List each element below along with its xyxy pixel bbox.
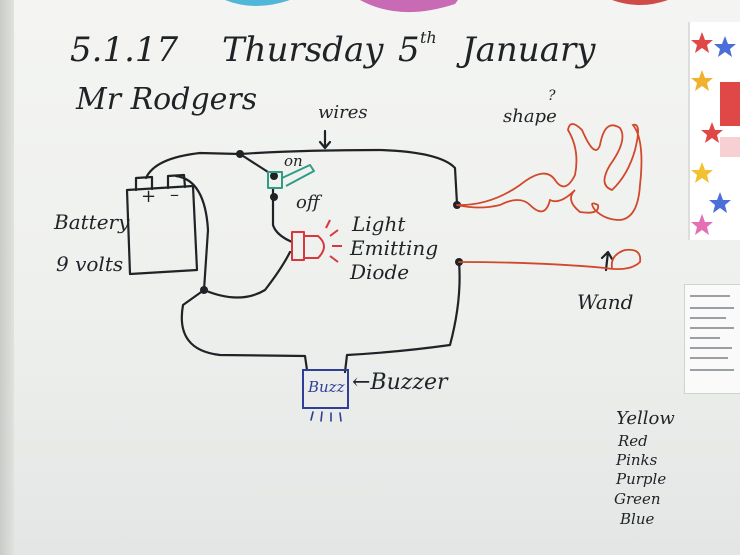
paper-sheet (684, 284, 740, 394)
junction-dot (270, 193, 278, 201)
wire-shape (456, 123, 643, 221)
shape-label: shape (503, 106, 557, 127)
led-label-line3: Diode (350, 260, 410, 284)
top-decoration-blue (225, 0, 290, 6)
colour-list-item: Blue (620, 510, 655, 528)
led-dome (304, 235, 325, 259)
colour-list-item: Yellow (616, 408, 675, 429)
top-decoration-red (612, 0, 668, 5)
switch-off-label: off (296, 192, 320, 213)
star-poster-stars (691, 32, 740, 235)
wire-to-buzzer-left (180, 288, 309, 372)
junction-dot (270, 172, 278, 180)
date-text: 5.1.17 (70, 30, 179, 70)
wires-label: wires (318, 102, 368, 123)
junction-dot (236, 150, 244, 158)
led-label-line2: Emitting (350, 236, 439, 260)
wires-arrow (318, 129, 332, 150)
led-label-line1: Light (352, 212, 406, 236)
wire-junction-to-led (202, 250, 292, 299)
switch-base (267, 171, 283, 189)
buzz-label: Buzz (308, 378, 345, 396)
month-text: January (462, 30, 596, 70)
junction-dot (200, 286, 208, 294)
wire-switch-to-led (271, 186, 294, 244)
teacher-name: Mr Rodgers (76, 82, 258, 117)
wire-wand (458, 248, 642, 271)
day-text: Thursday (222, 30, 384, 70)
switch-on-label: on (284, 152, 303, 170)
switch-lever (281, 164, 315, 187)
wand-arrow (600, 250, 614, 272)
buzzer-box (302, 369, 349, 409)
volts-label: 9 volts (56, 252, 124, 276)
battery-plus-label: + (141, 186, 157, 207)
wire-battery-minus (174, 174, 210, 292)
battery-body (125, 184, 199, 276)
led-base (291, 231, 305, 261)
buzzer-sound-lines (310, 411, 342, 422)
colour-list-item: Green (614, 490, 661, 508)
battery-minus-label: – (170, 184, 179, 205)
wire-top (238, 148, 459, 206)
whiteboard-frame (0, 0, 14, 555)
star-poster (688, 22, 740, 240)
buzzer-label: ←Buzzer (352, 370, 448, 395)
wire-to-switch (238, 152, 270, 174)
shape-question-mark: ? (548, 88, 556, 104)
colour-list-item: Red (618, 432, 648, 450)
date-number-text: 5 (398, 30, 420, 70)
wire-battery-top (144, 151, 242, 180)
wire-buzzer-right (343, 260, 461, 374)
date-suffix-text: th (420, 28, 437, 47)
led-light-rays (325, 219, 342, 263)
battery-label: Battery (54, 210, 130, 234)
battery-terminal-plus (134, 175, 154, 192)
colour-list-item: Purple (616, 470, 667, 488)
wand-label: Wand (577, 290, 634, 314)
top-decoration-pink (360, 0, 458, 13)
colour-list-item: Pinks (616, 451, 658, 469)
